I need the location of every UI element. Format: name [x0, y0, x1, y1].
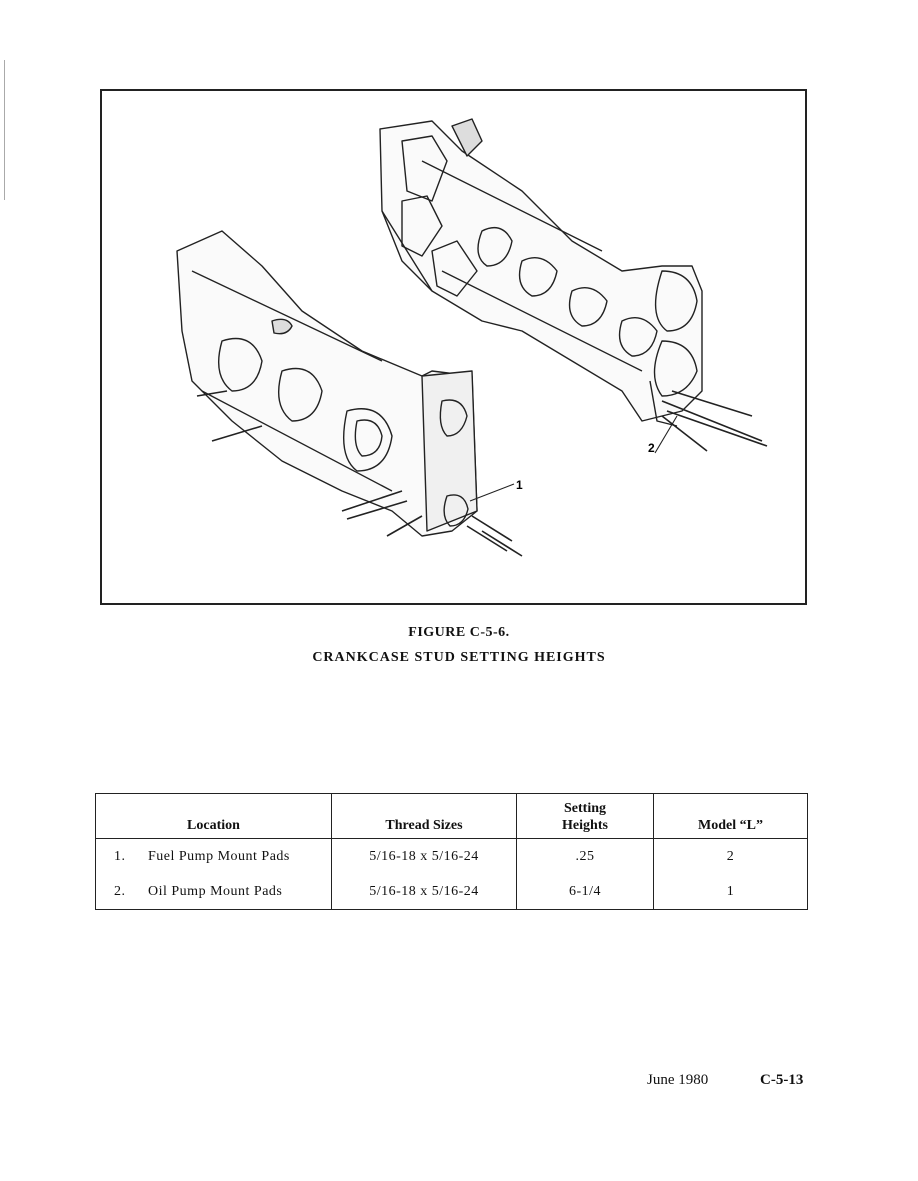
- cell-thread-sizes: 5/16-18 x 5/16-24: [331, 838, 517, 874]
- studs: [196, 390, 768, 557]
- page-number: C-5-13: [760, 1072, 804, 1088]
- scan-margin-line: [4, 60, 5, 200]
- callout-1: 1: [516, 478, 523, 492]
- left-crankcase-half: [176, 230, 478, 537]
- cell-location: 1.Fuel Pump Mount Pads: [95, 838, 332, 874]
- figure-number: FIGURE C-5-6.: [408, 625, 510, 640]
- table-row: 1.Fuel Pump Mount Pads 5/16-18 x 5/16-24…: [95, 838, 808, 874]
- cell-model: 2: [653, 838, 808, 874]
- table-row: 2.Oil Pump Mount Pads 5/16-18 x 5/16-24 …: [95, 874, 808, 910]
- callout-2: 2: [648, 441, 655, 455]
- stud-settings-table: Location Thread Sizes Setting Heights Mo…: [95, 793, 808, 910]
- header-thread-sizes: Thread Sizes: [331, 793, 517, 839]
- cell-thread-sizes: 5/16-18 x 5/16-24: [331, 874, 517, 910]
- figure-frame: 1 2: [100, 89, 807, 605]
- header-setting-heights: Setting Heights: [516, 793, 654, 839]
- right-crankcase-half: [379, 118, 703, 427]
- header-model: Model “L”: [653, 793, 808, 839]
- cell-location: 2.Oil Pump Mount Pads: [95, 874, 332, 910]
- figure-title: CRANKCASE STUD SETTING HEIGHTS: [312, 650, 606, 665]
- cell-model: 1: [653, 874, 808, 910]
- cell-setting-heights: 6-1/4: [516, 874, 654, 910]
- crankcase-illustration: 1 2: [176, 118, 768, 557]
- table-header-row: Location Thread Sizes Setting Heights Mo…: [95, 793, 808, 839]
- cell-setting-heights: .25: [516, 838, 654, 874]
- header-location: Location: [95, 793, 332, 839]
- footer-date: June 1980: [647, 1072, 709, 1088]
- callout-leaders: [469, 415, 678, 502]
